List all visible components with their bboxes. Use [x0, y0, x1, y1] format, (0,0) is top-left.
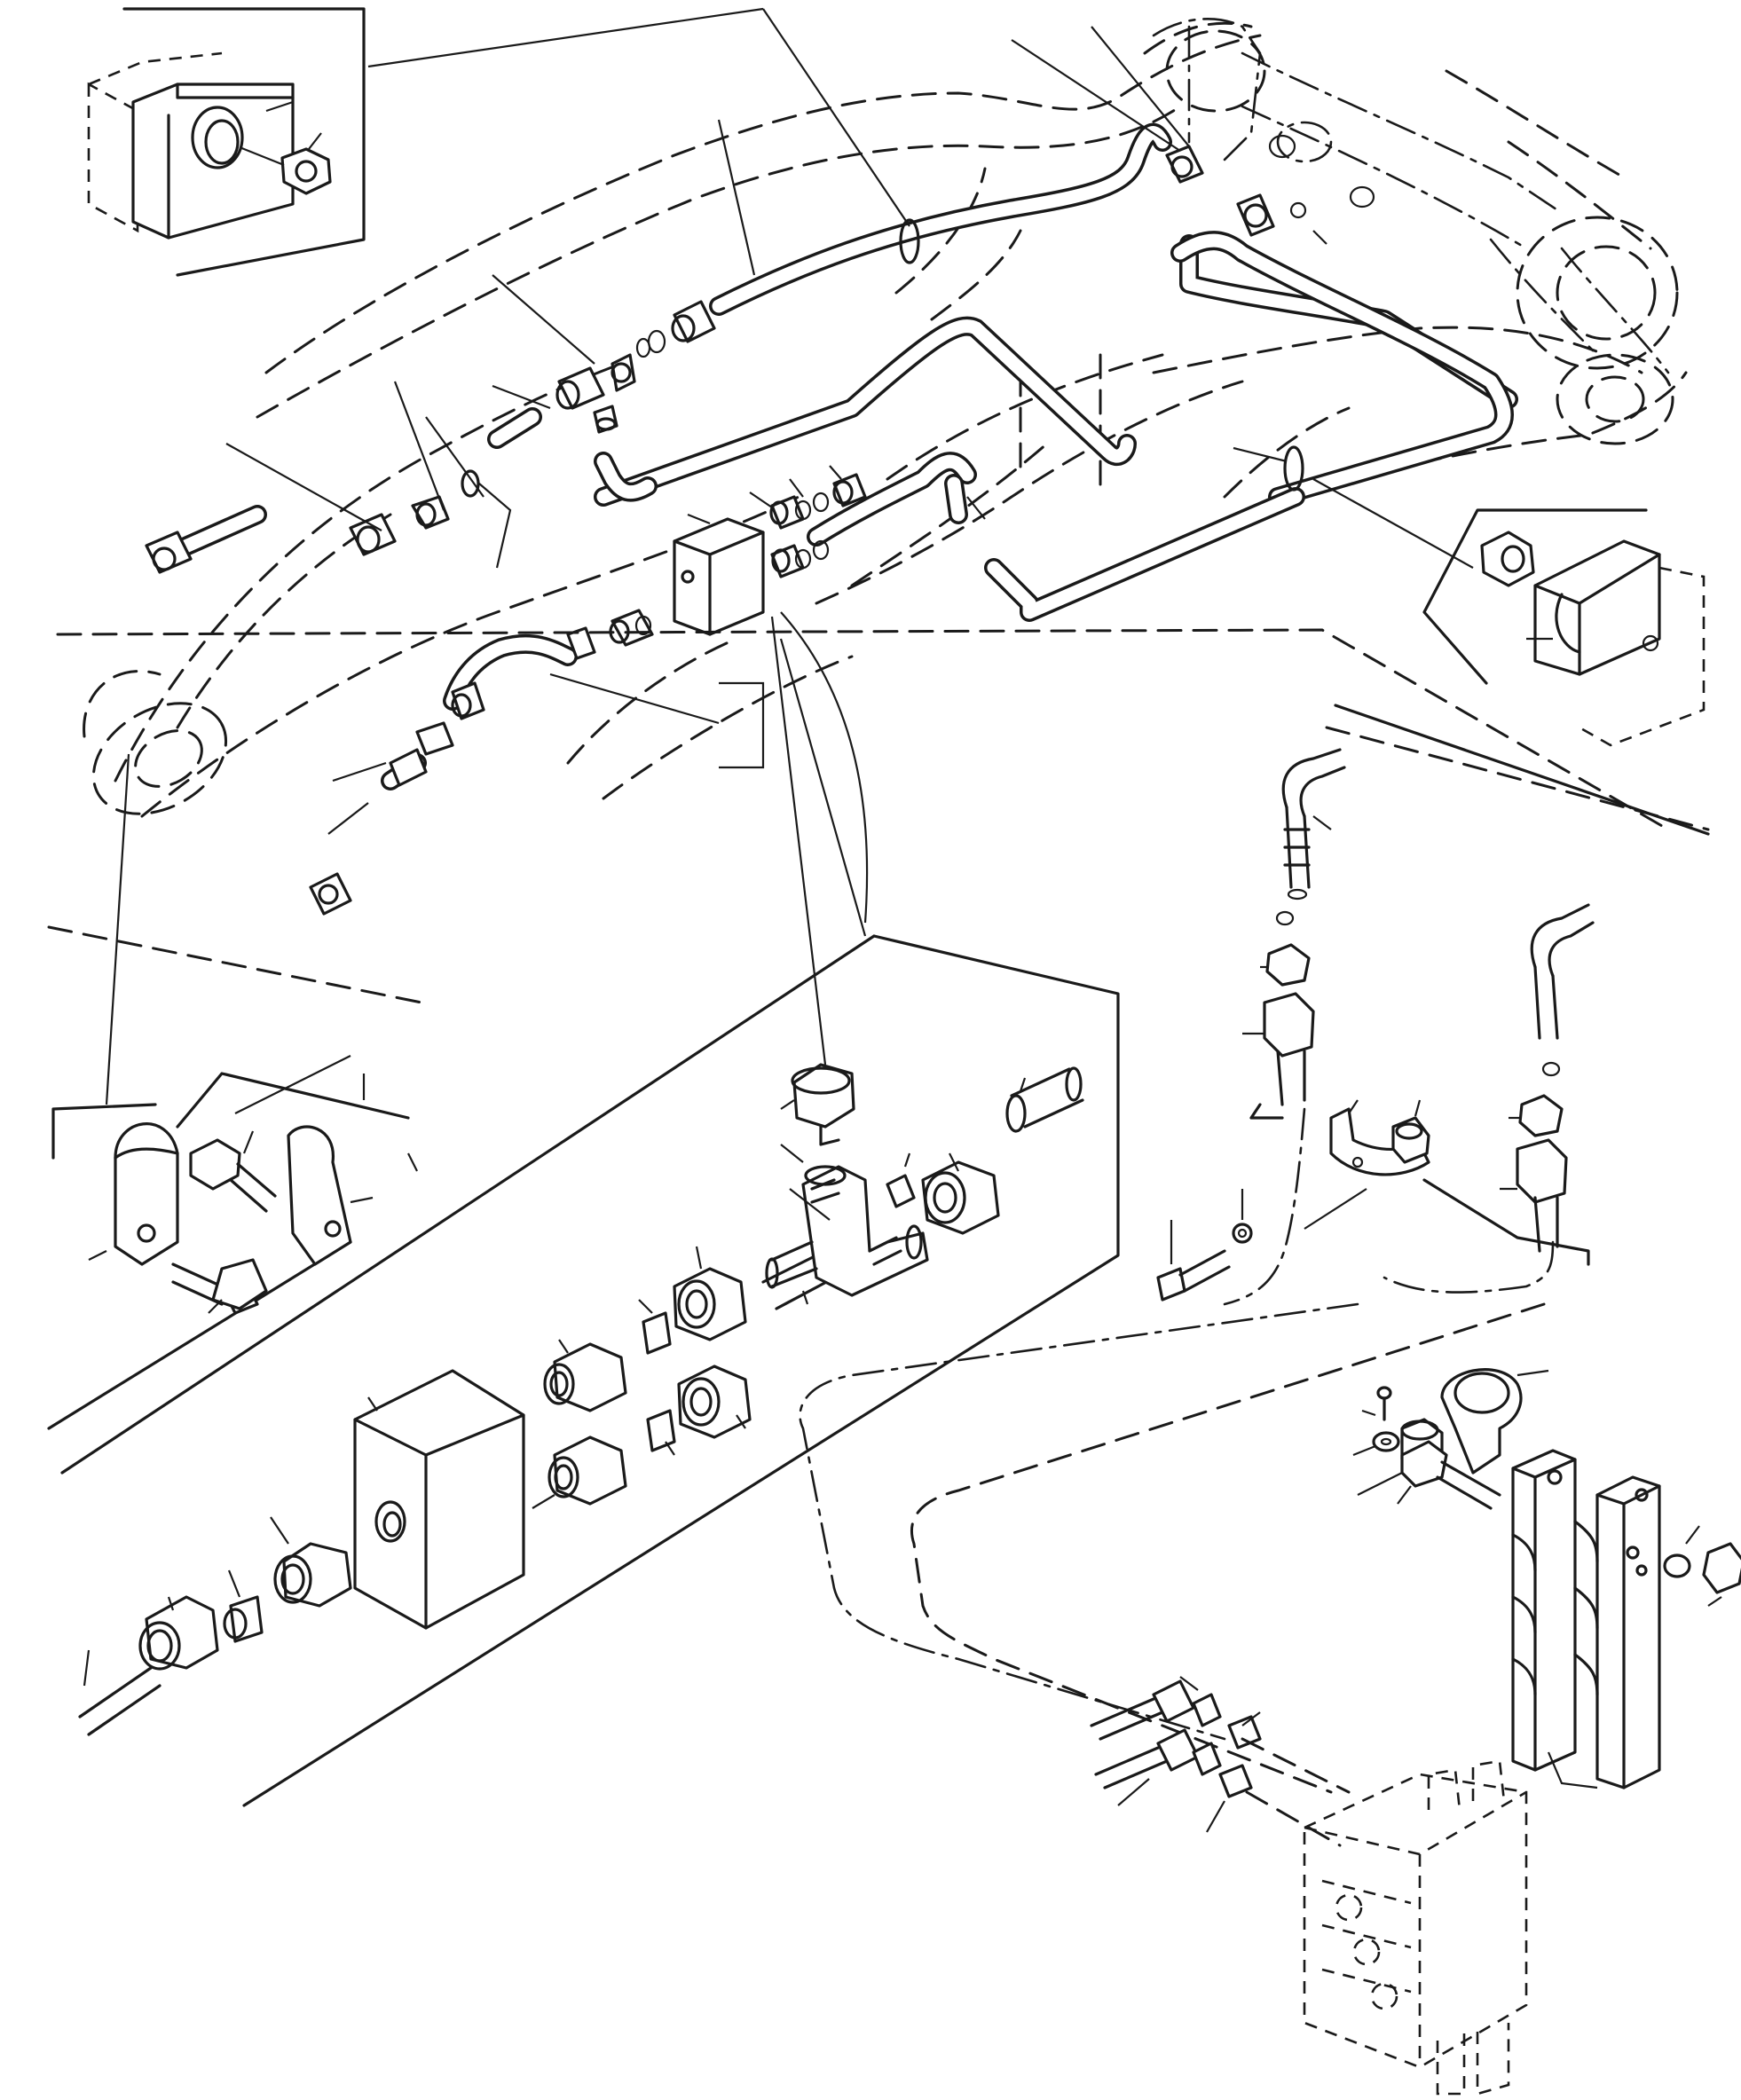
clamp-block-exploded	[799, 1302, 1741, 1794]
saddle-clamp	[1440, 1368, 1549, 1475]
boom-clamp-detail	[87, 7, 366, 277]
lower-clamp-ring	[1283, 445, 1304, 492]
valve-hose-fittings	[1090, 1676, 1262, 1833]
hose-bracket	[1304, 1099, 1430, 1230]
clamp-bolt-lower	[171, 1258, 268, 1315]
line-clamp-detail	[1422, 508, 1706, 747]
hose-nut-set	[1242, 943, 1568, 1253]
tee-fitting-large	[765, 1144, 929, 1297]
left-hose-fittings	[145, 381, 551, 916]
clamp-nut	[280, 147, 332, 195]
plug-cap	[780, 1063, 855, 1146]
pipe-clamp-ring	[899, 218, 920, 264]
clamp-bracket-detail	[51, 753, 418, 1315]
clamp-bar-front	[1511, 1449, 1577, 1772]
control-valve-body	[1303, 1759, 1528, 2096]
union-fitting-upper	[635, 119, 756, 358]
left-adapter-set	[78, 1516, 352, 1736]
lower-adapter-row	[532, 1365, 752, 1509]
elbow-nipple-lower	[1530, 903, 1595, 1077]
union-large	[886, 1066, 1084, 1235]
manifold-block-small	[673, 513, 765, 636]
clamp-nut-right	[1480, 531, 1535, 587]
tee-fitting-upper	[492, 274, 636, 434]
boom-hydraulic-lines	[145, 7, 1518, 916]
clamp-bolt-upper	[189, 1130, 277, 1213]
clamp-long-bolt	[1397, 1440, 1501, 1510]
manifold-block-large	[353, 1369, 525, 1630]
elbow-nipple-upper	[1275, 748, 1346, 926]
manifold-block-exploded	[47, 611, 1670, 1807]
pipe-clamp-half-a	[114, 1122, 179, 1266]
bolt-washer-set	[1156, 1189, 1253, 1302]
clamp-block-right	[1533, 539, 1661, 676]
pipe-clamp-half-b	[287, 1125, 352, 1266]
boom-foot-fittings	[1011, 26, 1327, 245]
block-left-fittings	[549, 609, 765, 769]
cotter-pin	[1352, 1386, 1400, 1457]
boom-outline	[83, 21, 1688, 818]
hose-fitting-detail	[1156, 704, 1710, 1306]
clamp-nut-washer	[1663, 1525, 1741, 1607]
control-valve-connection	[1090, 1676, 1528, 2096]
upper-adapter-row	[543, 1244, 847, 1412]
center-fittings	[749, 465, 986, 578]
clamp-bar-rear	[1573, 1475, 1661, 1789]
boom-foot-outline	[1152, 18, 1670, 374]
